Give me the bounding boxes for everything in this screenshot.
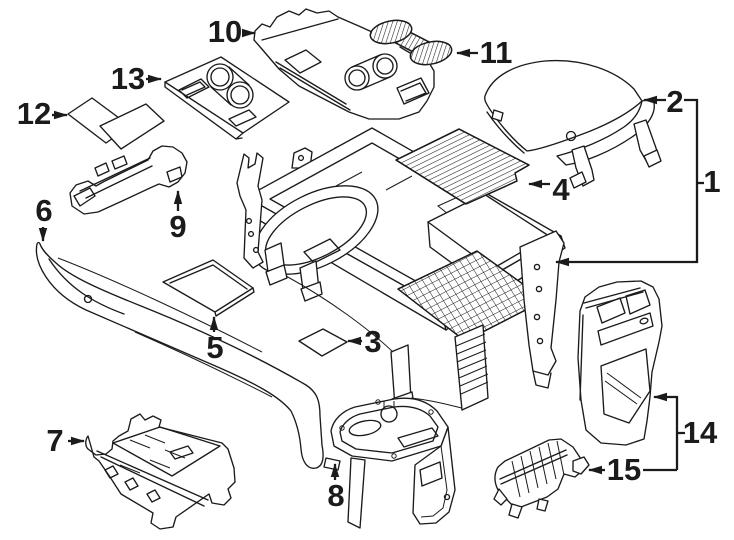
callout-9-label: 9: [169, 209, 186, 244]
callout-2-label: 2: [666, 84, 683, 119]
part-13-bezel-drawing: [164, 56, 290, 140]
callout-1-label: 1: [703, 164, 720, 199]
part-5-mat-drawing: [162, 259, 255, 317]
part-10-tray-drawing: [253, 8, 435, 120]
part-15-vent-drawing: [493, 438, 590, 519]
callout-5-label: 5: [206, 330, 223, 365]
callout-15-label: 15: [607, 452, 641, 487]
callout-14-leader: [654, 397, 685, 470]
callout-1-leader: [555, 98, 699, 267]
part-8-support-drawing: [323, 397, 456, 529]
part-console-frame-drawing: [236, 127, 566, 413]
callout-10-label: 10: [208, 14, 242, 49]
callout-8-label: 8: [327, 478, 344, 513]
callout-3-label: 3: [364, 324, 381, 359]
callout-12-label: 12: [17, 96, 51, 131]
callout-14-label: 14: [683, 415, 718, 450]
part-3-mat-drawing: [298, 328, 348, 357]
callouts: 1 2 3 4 5 6 7 8 9 10 11 12 13 14 15: [17, 14, 721, 513]
part-7-bracket-drawing: [85, 413, 236, 530]
part-12-pad-drawing: [67, 97, 165, 150]
callout-13-label: 13: [111, 61, 145, 96]
part-9-bracket-drawing: [69, 145, 188, 215]
part-11-insert-drawing: [369, 19, 453, 66]
callout-11-label: 11: [480, 35, 513, 70]
callout-6-label: 6: [35, 193, 52, 228]
part-4-mat-drawing: [395, 128, 530, 205]
callout-4-label: 4: [552, 172, 570, 207]
callout-7-label: 7: [46, 423, 63, 458]
part-2-armrest-drawing: [484, 59, 662, 189]
part-6-side-panel-drawing: [35, 241, 324, 469]
part-14-rear-panel-drawing: [577, 280, 663, 446]
